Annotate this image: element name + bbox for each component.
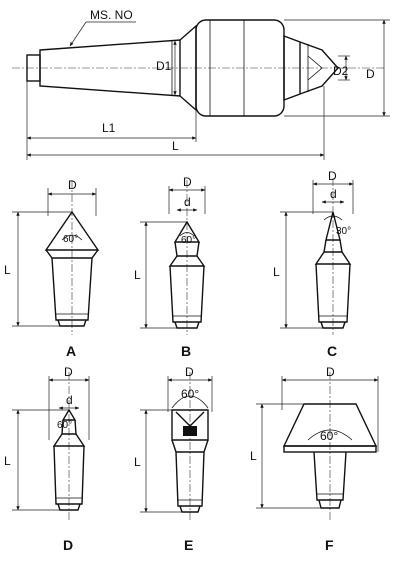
variant-a-caption: A xyxy=(66,343,76,359)
variant-e-d-label: D xyxy=(185,365,194,379)
variant-d-end xyxy=(57,503,81,511)
variant-c-neck xyxy=(323,239,343,253)
variant-b-shank xyxy=(169,265,205,323)
variant-c-caption: C xyxy=(327,343,337,359)
variant-b-d-inner-label: d xyxy=(184,195,191,209)
variant-d-l-label: L xyxy=(4,454,11,468)
variant-e-center-hole xyxy=(183,426,197,436)
variant-a-cone-point xyxy=(44,210,100,251)
variant-b-caption: B xyxy=(181,343,191,359)
variant-c-shank xyxy=(315,263,351,323)
variant-f-d-label: D xyxy=(326,365,335,379)
variant-a-shank xyxy=(51,257,93,321)
variant-f-angle-arc xyxy=(307,429,353,441)
d-label: D xyxy=(366,67,375,81)
variant-e-end xyxy=(179,505,201,513)
variant-a-shoulder xyxy=(45,249,99,259)
variant-b-angle: 60° xyxy=(181,235,196,246)
variant-b-shoulder xyxy=(168,255,206,267)
d1-label: D1 xyxy=(156,59,172,73)
variant-a-end xyxy=(57,319,87,327)
variant-d-angle: 60° xyxy=(57,420,72,431)
variant-f-caption: F xyxy=(325,537,334,553)
taper-leader xyxy=(69,21,87,47)
variant-c: D d 30° L C xyxy=(273,169,354,359)
variant-c-end xyxy=(320,321,346,329)
variant-f-end xyxy=(318,499,342,509)
variant-f-shank xyxy=(313,451,347,501)
variant-e-angle: 60° xyxy=(181,387,199,401)
variant-c-d-inner-label: d xyxy=(330,187,337,201)
variant-e-shank xyxy=(175,451,205,507)
variant-f-angle: 60° xyxy=(320,429,338,443)
variant-d-neck xyxy=(61,419,77,435)
variant-d-cone-point xyxy=(61,408,77,421)
variant-f: D 60° L F xyxy=(250,365,379,553)
variant-a-angle: 60° xyxy=(63,234,78,245)
l1-label: L1 xyxy=(102,121,116,135)
variant-b-neck xyxy=(174,241,200,257)
variant-d-d-inner-label: d xyxy=(66,393,73,407)
variant-d-shank xyxy=(53,445,85,505)
l-label: L xyxy=(172,139,179,153)
variant-d-shoulder xyxy=(52,433,86,447)
variant-c-cone-point xyxy=(325,211,341,241)
variant-d-d-label: D xyxy=(64,365,73,379)
taper-label: MS. NO xyxy=(90,8,133,22)
variant-a-l-label: L xyxy=(4,263,11,277)
cone-inner xyxy=(307,55,323,81)
variant-e-caption: E xyxy=(184,537,193,553)
variant-c-angle-arc xyxy=(323,215,343,221)
variant-e-shoulder xyxy=(171,439,209,453)
variant-c-d-label: D xyxy=(328,169,337,183)
variant-a-angle-arc xyxy=(61,234,83,241)
variant-f-l-label: L xyxy=(250,449,257,463)
d2-label: D2 xyxy=(333,64,349,78)
variant-a: D 60° L A xyxy=(4,178,100,359)
variant-d: D d 60° L D xyxy=(4,365,90,553)
variant-b-end xyxy=(174,321,200,329)
main-live-center: MS. NO D1 D2 D L1 L xyxy=(12,8,390,160)
variant-b-d-label: D xyxy=(183,175,192,189)
variant-b-angle-arc xyxy=(179,232,195,237)
variant-d-caption: D xyxy=(63,537,73,553)
cone-point xyxy=(299,41,339,95)
variant-c-shoulder xyxy=(314,251,352,265)
variant-b-cone-point xyxy=(173,220,201,243)
variant-f-base-ring xyxy=(283,445,377,453)
variant-b: D d 60° L B xyxy=(134,175,206,359)
variant-c-angle: 30° xyxy=(336,226,351,237)
variant-e: D 60° L E xyxy=(134,365,213,553)
variant-e-l-label: L xyxy=(134,455,141,469)
variant-c-l-label: L xyxy=(273,265,280,279)
variant-b-l-label: L xyxy=(134,268,141,282)
variant-e-angle-arc xyxy=(171,395,209,409)
variant-a-d-label: D xyxy=(68,178,77,192)
